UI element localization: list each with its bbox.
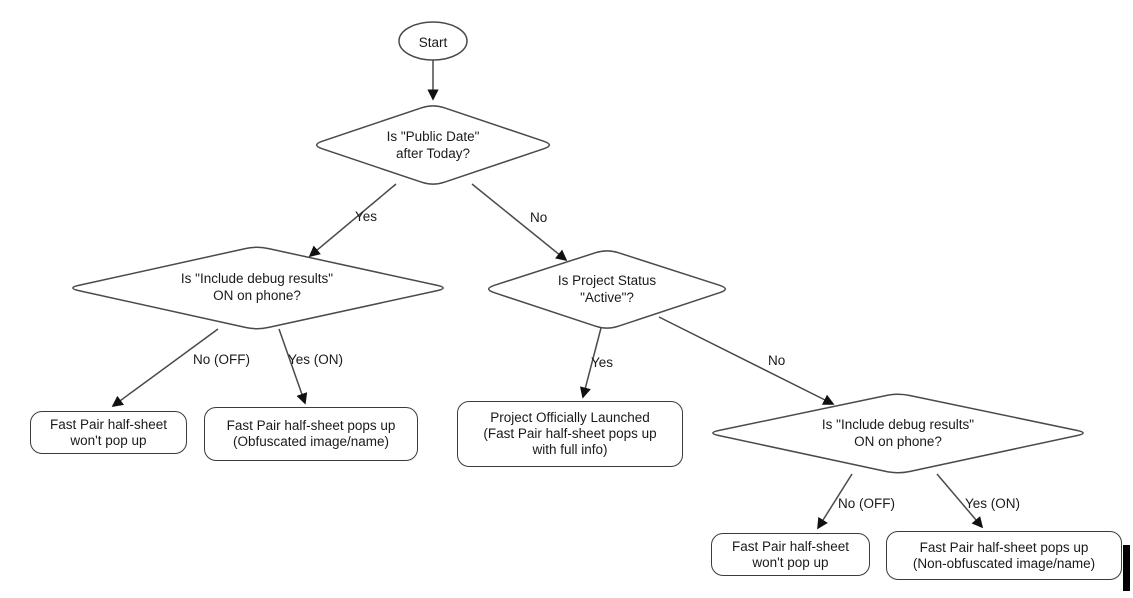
edge-debug-left-yes bbox=[278, 328, 308, 405]
result-obfuscated-box: Fast Pair half-sheet pops up (Obfuscated… bbox=[204, 407, 418, 461]
decision-project-status-shape bbox=[487, 250, 727, 329]
edge-debug-right-yes bbox=[936, 473, 984, 529]
decision-debug-right-label: Is "Include debug results" ON on phone? bbox=[821, 417, 975, 449]
edge-project-status-no bbox=[658, 316, 835, 405]
edge-label-debug-left-no: No (OFF) bbox=[193, 352, 250, 367]
text-cursor-artifact bbox=[1123, 545, 1130, 591]
edge-label-debug-left-yes: Yes (ON) bbox=[288, 352, 344, 367]
edge-label-project-status-yes: Yes bbox=[591, 355, 614, 370]
edge-project-status-yes bbox=[579, 327, 602, 399]
edge-label-debug-right-no: No (OFF) bbox=[838, 496, 895, 511]
edge-label-project-status-no: No bbox=[768, 353, 786, 368]
decision-project-status-label: Is Project Status "Active"? bbox=[557, 273, 657, 305]
edge-label-debug-right-yes: Yes (ON) bbox=[965, 496, 1021, 511]
edge-public-date-yes bbox=[308, 183, 397, 258]
edge-public-date-no bbox=[471, 183, 568, 262]
decision-public-date-label: Is "Public Date" after Today? bbox=[386, 129, 480, 161]
start-node-label: Start bbox=[418, 35, 448, 50]
decision-debug-left-shape bbox=[72, 246, 444, 330]
result-wont-popup-left-box: Fast Pair half-sheet won't pop up bbox=[30, 411, 187, 454]
result-launched-box: Project Officially Launched (Fast Pair h… bbox=[457, 401, 683, 467]
edge-label-public-date-no: No bbox=[530, 210, 548, 225]
decision-debug-right-shape bbox=[712, 393, 1084, 474]
edge-label-public-date-yes: Yes bbox=[355, 209, 378, 224]
result-non-obfuscated-box: Fast Pair half-sheet pops up (Non-obfusc… bbox=[886, 531, 1122, 580]
edge-debug-right-no bbox=[817, 473, 853, 530]
decision-debug-left-label: Is "Include debug results" ON on phone? bbox=[180, 271, 334, 303]
decision-public-date-shape bbox=[315, 105, 551, 185]
result-wont-popup-right-box: Fast Pair half-sheet won't pop up bbox=[711, 533, 870, 576]
edge-debug-left-no bbox=[111, 328, 219, 407]
